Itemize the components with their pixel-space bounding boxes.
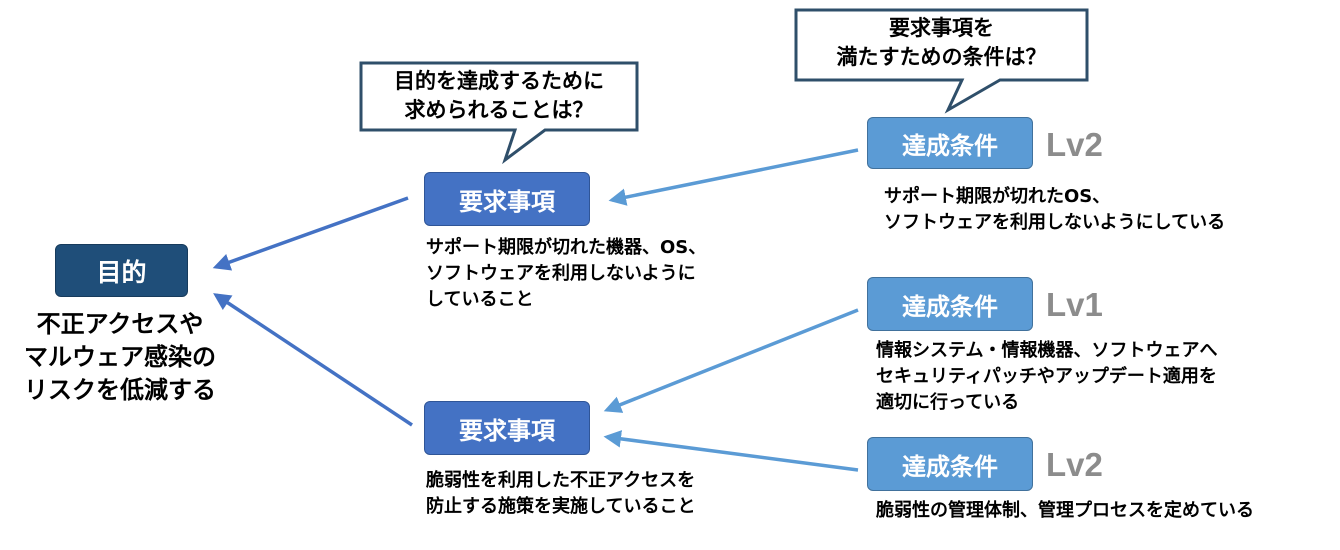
condition-description-3: 脆弱性の管理体制、管理プロセスを定めている — [876, 500, 1254, 521]
condition-description-2: 情報システム・情報機器、ソフトウェアへ セキュリティパッチやアップデート適用を … — [876, 340, 1218, 413]
arrow-condition2-to-requirement2 — [603, 308, 859, 413]
callout-bubble-conditions — [794, 8, 1089, 114]
arrow-requirement1-to-goal — [212, 196, 409, 271]
goal-box: 目的 — [55, 244, 188, 297]
arrow-condition3-to-requirement2 — [603, 430, 859, 472]
callout-bubble-requirements — [359, 61, 639, 165]
requirement-description-1: サポート期限が切れた機器、OS、 ソフトウェアを利用しないように していること — [426, 237, 707, 310]
condition-description-1: サポート期限が切れたOS、 ソフトウェアを利用しないようにしている — [884, 186, 1226, 233]
callout-conditions-question: 要求事項を 満たすための条件は？ — [836, 16, 1047, 69]
condition-box-3: 達成条件 — [867, 437, 1033, 491]
condition-box-2: 達成条件 — [867, 277, 1033, 331]
condition-box-1: 達成条件 — [867, 117, 1033, 169]
requirement-box-2: 要求事項 — [424, 401, 590, 455]
arrow-condition1-to-requirement1 — [608, 148, 859, 206]
goal-description: 不正アクセスや マルウェア感染の リスクを低減する — [24, 310, 216, 404]
callout-requirements-question: 目的を達成するために 求められることは？ — [394, 69, 604, 122]
condition-level-3: Lv2 — [1046, 446, 1103, 483]
requirement-description-2: 脆弱性を利用した不正アクセスを 防止する施策を実施していること — [426, 470, 696, 517]
requirement-box-1: 要求事項 — [424, 172, 590, 226]
arrow-requirement2-to-goal — [213, 293, 413, 427]
condition-level-1: Lv2 — [1046, 126, 1103, 163]
condition-level-2: Lv1 — [1046, 286, 1103, 323]
